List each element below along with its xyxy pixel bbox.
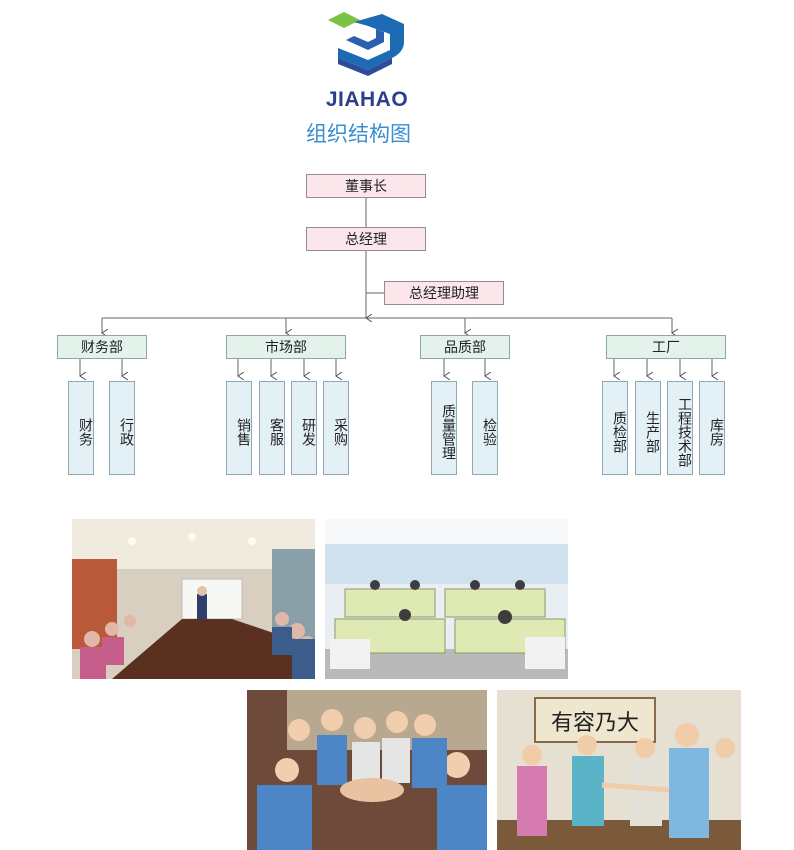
jiahao-logo-icon [328, 12, 404, 76]
org-chart-title: 组织结构图 [306, 122, 411, 146]
sub-unit-production: 生产部 [635, 381, 661, 475]
photo-meeting-room [72, 519, 315, 679]
sub-unit-engineering: 工程技术部 [667, 381, 693, 475]
sub-unit-inspection: 检验 [472, 381, 498, 475]
assistant-box: 总经理助理 [384, 281, 504, 305]
photo-team-hands [247, 690, 487, 850]
sub-unit-customer-service: 客服 [259, 381, 285, 475]
sub-unit-quality-management: 质量管理 [431, 381, 457, 475]
dept-quality: 品质部 [420, 335, 510, 359]
sub-unit-admin: 行政 [109, 381, 135, 475]
sub-unit-sales: 销售 [226, 381, 252, 475]
calligraphy-scroll: 有容乃大 [551, 711, 639, 736]
dept-factory: 工厂 [606, 335, 726, 359]
org-chart-connectors [0, 198, 794, 500]
chairman-box: 董事长 [306, 174, 426, 198]
general-manager-box: 总经理 [306, 227, 426, 251]
sub-unit-warehouse: 库房 [699, 381, 725, 475]
dept-marketing: 市场部 [226, 335, 346, 359]
dept-finance: 财务部 [57, 335, 147, 359]
photo-office-cubicles [325, 519, 568, 679]
sub-unit-purchasing: 采购 [323, 381, 349, 475]
sub-unit-finance: 财务 [68, 381, 94, 475]
company-logo: JIAHAO [312, 12, 422, 111]
sub-unit-qc-dept: 质检部 [602, 381, 628, 475]
photo-handshake: 有容乃大 [497, 690, 741, 850]
sub-unit-rnd: 研发 [291, 381, 317, 475]
logo-wordmark: JIAHAO [325, 88, 409, 111]
